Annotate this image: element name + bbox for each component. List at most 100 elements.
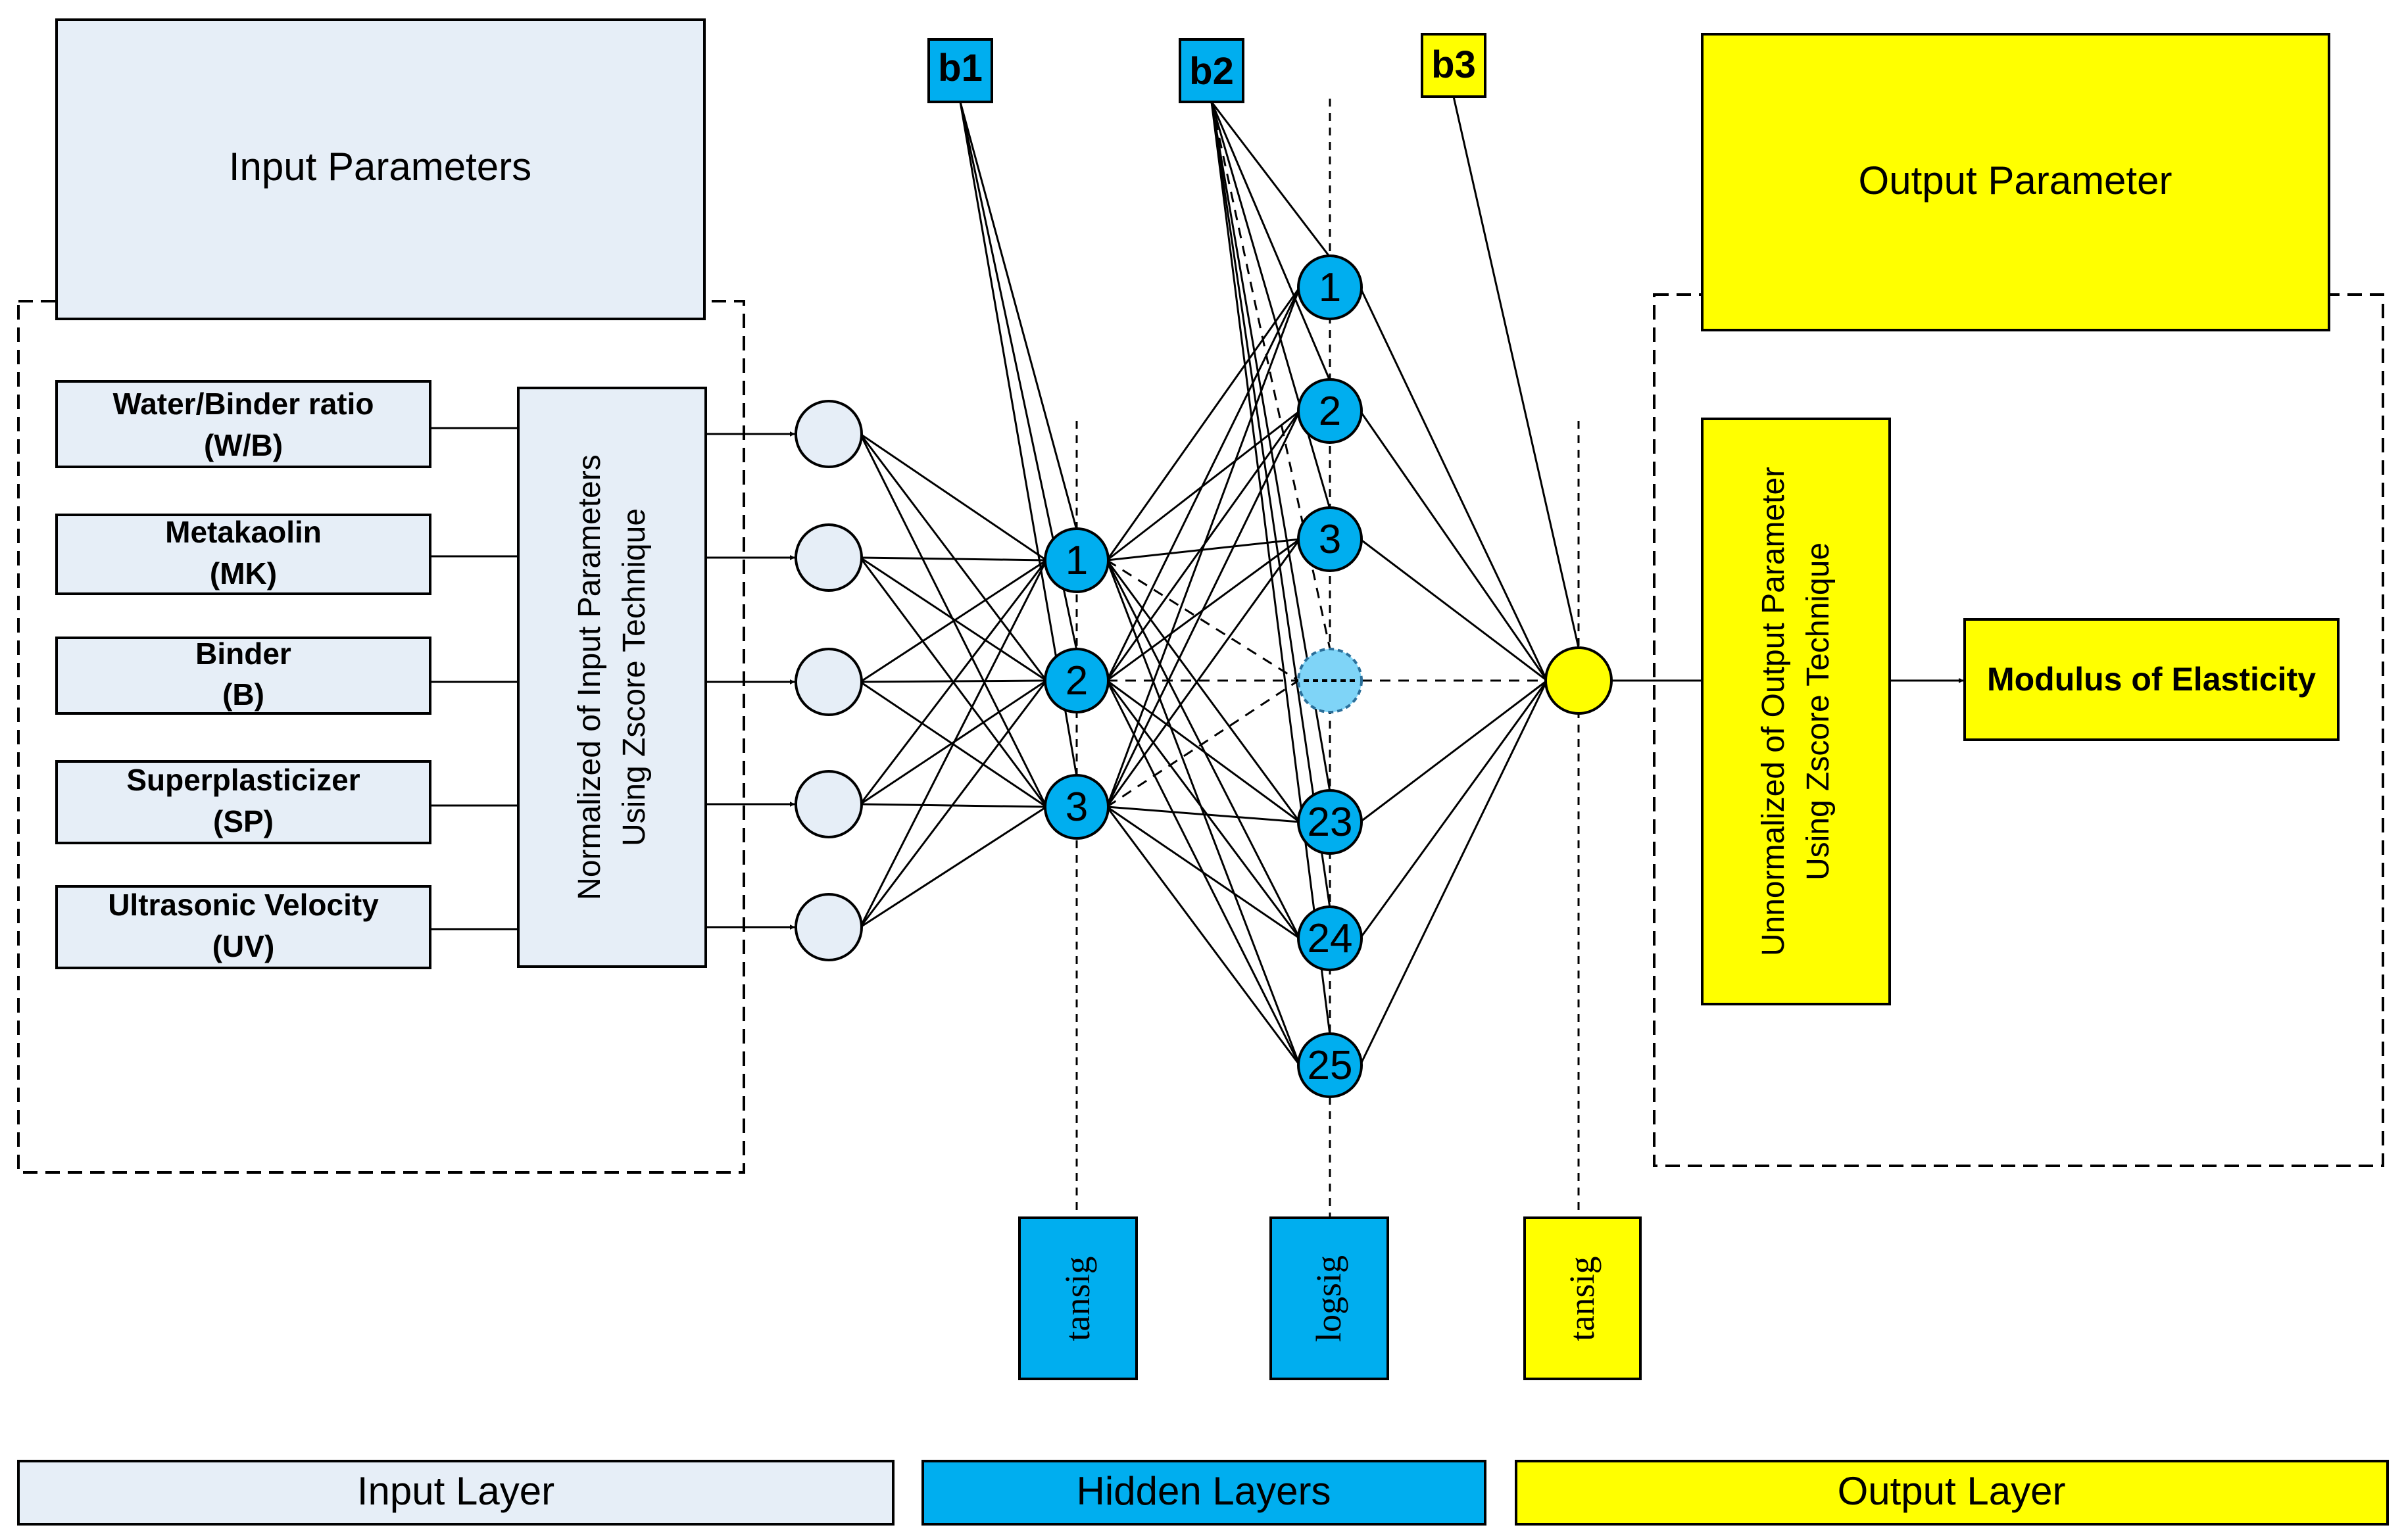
normalization-label-line1: Normalized of Input Parameters <box>572 454 607 900</box>
legend-output-layer-label: Output Layer <box>1838 1469 2066 1513</box>
neuron-label: 1 <box>1319 265 1341 310</box>
hidden1-to-hidden2-line <box>1106 560 1301 1066</box>
legend-input-layer-box <box>17 1460 895 1526</box>
input-parameter-label: Superplasticizer <box>126 763 360 797</box>
legend-hidden-layers-box <box>921 1460 1486 1526</box>
bias-b3-box <box>1421 33 1486 98</box>
input-to-hidden1-line <box>860 806 1047 928</box>
bias2-line <box>1210 101 1331 909</box>
input-neuron <box>795 770 863 838</box>
hidden1-neuron-2: 2 <box>1044 648 1110 713</box>
input-to-hidden1-line <box>859 560 1048 928</box>
output-parameter-box <box>1701 33 2330 331</box>
bias3-line <box>1452 96 1580 648</box>
bias-b2-label: b2 <box>1189 50 1234 93</box>
modulus-of-elasticity-box <box>1963 618 2340 741</box>
bias-b1-label: b1 <box>938 47 983 89</box>
connection-lines <box>430 96 1964 1066</box>
input-neuron <box>795 400 863 468</box>
input-to-hidden1-line <box>859 560 1048 805</box>
input-parameter-label: Ultrasonic Velocity <box>108 888 379 922</box>
bias1-line <box>959 101 1078 531</box>
output-parameter-title: Output Parameter <box>1859 158 2172 203</box>
hidden1-to-hidden2-line <box>1106 679 1300 823</box>
unnormalization-label-line1: Unnormalized of Output Parameter <box>1756 467 1791 956</box>
input-to-hidden1-line <box>860 556 1047 682</box>
bias2-line <box>1210 101 1331 510</box>
input-neuron <box>795 523 863 592</box>
output-neuron <box>1544 646 1613 715</box>
hidden1-to-ellipsis-dashed-line <box>1106 559 1299 682</box>
input-parameter-ultrasonic-velocity: Ultrasonic Velocity (UV) <box>55 885 431 969</box>
hidden1-to-hidden2-line <box>1106 806 1301 1066</box>
input-parameter-abbrev: (MK) <box>210 556 277 590</box>
hidden2-neuron-ellipsis <box>1297 648 1363 713</box>
hidden1-to-hidden2-line <box>1106 560 1301 939</box>
normalization-label-line2: Using Zscore Technique <box>617 508 652 846</box>
input-parameter-superplasticizer: Superplasticizer (SP) <box>55 760 431 844</box>
input-parameters-box <box>55 18 706 320</box>
hidden1-to-hidden2-line <box>1106 287 1301 807</box>
neuron-label: 24 <box>1308 916 1353 961</box>
hidden2-neuron-23: 23 <box>1297 789 1363 855</box>
input-parameter-label: Metakaolin <box>165 515 322 549</box>
bias2-line <box>1210 101 1331 258</box>
neuron-label: 2 <box>1066 658 1088 704</box>
input-to-hidden1-line <box>859 680 1048 928</box>
legend-input-layer-label: Input Layer <box>357 1469 554 1513</box>
bias2-line <box>1210 101 1331 381</box>
hidden1-to-ellipsis-dashed-line <box>1106 679 1299 808</box>
activation-box-hidden1 <box>1018 1216 1138 1380</box>
neuron-label: 3 <box>1066 784 1088 830</box>
neuron-label: 23 <box>1308 800 1353 845</box>
neuron-label: 3 <box>1319 517 1341 562</box>
input-neuron <box>795 648 863 716</box>
input-parameter-binder: Binder (B) <box>55 637 431 715</box>
input-neuron <box>795 893 863 961</box>
input-to-hidden1-line <box>860 556 1047 562</box>
unnormalization-label-line2: Using Zscore Technique <box>1801 542 1836 880</box>
modulus-of-elasticity-label: Modulus of Elasticity <box>1987 661 2316 698</box>
input-to-hidden1-line <box>860 803 1047 808</box>
neuron-label: 25 <box>1308 1043 1353 1088</box>
hidden2-to-output-line <box>1359 680 1548 1066</box>
hidden2-to-output-line <box>1360 679 1548 823</box>
unnormalization-box <box>1701 418 1891 1005</box>
neuron-label: 2 <box>1319 389 1341 434</box>
input-to-hidden1-line <box>859 433 1048 681</box>
input-parameter-metakaolin: Metakaolin (MK) <box>55 514 431 595</box>
hidden1-to-hidden2-line <box>1106 287 1301 561</box>
legend-hidden-layers-label: Hidden Layers <box>1077 1469 1331 1513</box>
input-to-hidden1-line <box>860 433 1047 562</box>
activation-box-output <box>1523 1216 1642 1380</box>
hidden2-to-output-line <box>1359 410 1548 681</box>
hidden1-to-hidden2-line <box>1106 806 1300 940</box>
activation-label-tansig-hidden1: tansig <box>1058 1257 1097 1341</box>
hidden1-to-hidden2-line <box>1106 539 1301 807</box>
input-parameters-title: Input Parameters <box>229 145 531 189</box>
legend-output-layer-box <box>1515 1460 2389 1526</box>
input-to-hidden1-line <box>860 559 1047 683</box>
normalization-box <box>517 387 707 968</box>
hidden1-to-hidden2-line <box>1106 680 1301 939</box>
hidden1-to-hidden2-line <box>1106 806 1300 823</box>
hidden2-neuron-24: 24 <box>1297 905 1363 971</box>
hidden2-neuron-3: 3 <box>1297 506 1363 572</box>
input-parameter-label: Water/Binder ratio <box>112 387 374 421</box>
activation-label-logsig: logsig <box>1309 1255 1348 1342</box>
hidden1-neuron-1: 1 <box>1044 527 1110 593</box>
hidden2-neuron-2: 2 <box>1297 378 1363 444</box>
input-parameter-label: Binder <box>195 637 291 671</box>
input-parameter-abbrev: (B) <box>222 677 264 711</box>
hidden1-neuron-3: 3 <box>1044 774 1110 840</box>
hidden2-to-output-line <box>1359 287 1548 681</box>
input-parameter-abbrev: (UV) <box>212 929 275 963</box>
bias-b3-label: b3 <box>1431 43 1476 86</box>
neuron-label: 1 <box>1066 538 1088 583</box>
hidden2-neuron-1: 1 <box>1297 254 1363 320</box>
bias-b1-box <box>927 38 993 103</box>
activation-label-tansig-output: tansig <box>1562 1257 1602 1341</box>
hidden2-to-output-line <box>1360 538 1548 682</box>
input-parameter-water-binder: Water/Binder ratio (W/B) <box>55 380 431 468</box>
